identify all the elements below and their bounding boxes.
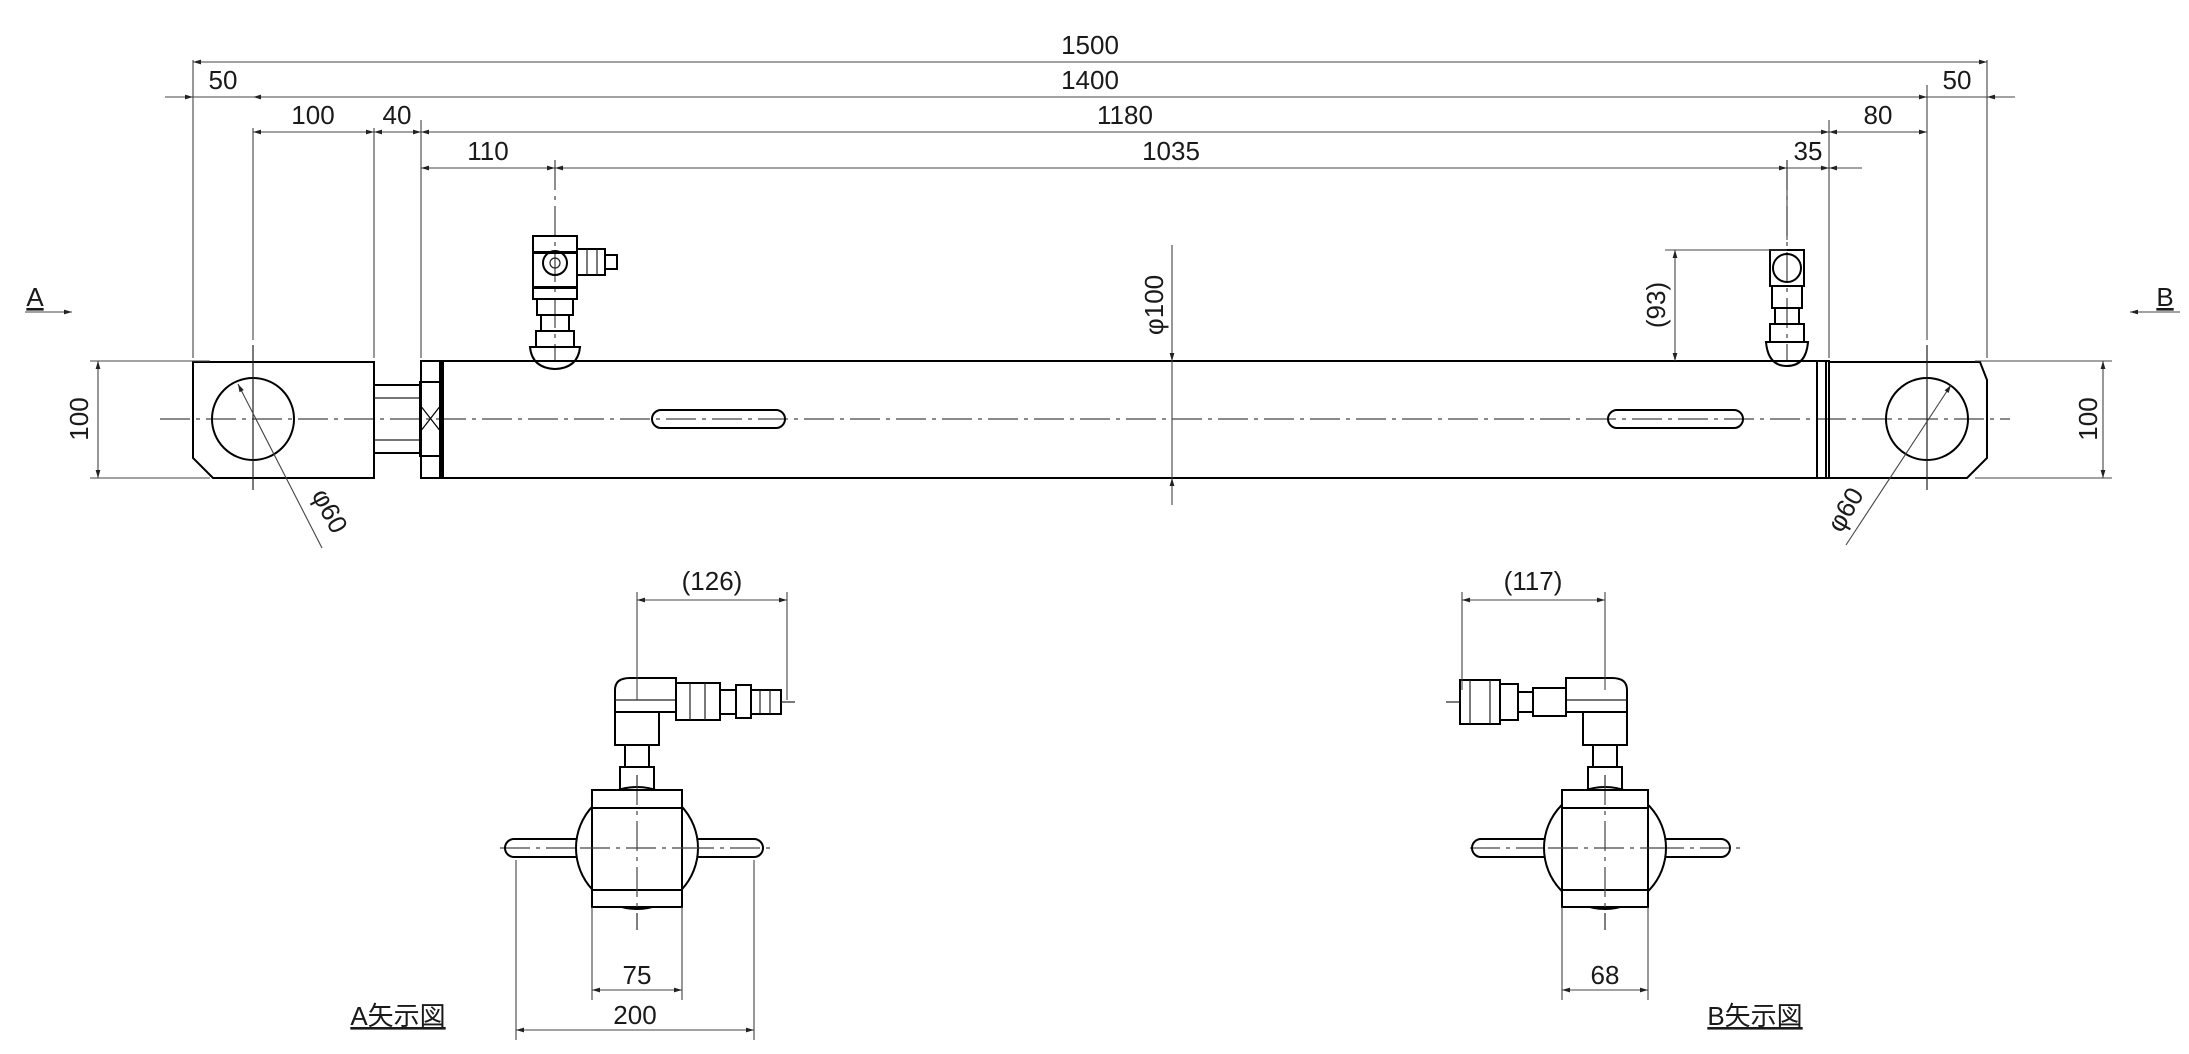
- dim-1035-label: 1035: [1142, 136, 1200, 166]
- view-b-dim-68-label: 68: [1591, 960, 1620, 990]
- dim-tube-dia-label: φ100: [1139, 275, 1169, 335]
- dim-100-label: 100: [291, 100, 334, 130]
- view-a-dim-126-label: (126): [682, 566, 743, 596]
- dim-93: (93): [1641, 249, 1787, 361]
- dim-40-label: 40: [383, 100, 412, 130]
- dim-1500-label: 1500: [1061, 30, 1119, 60]
- main-view: 1500 50 1400 50 100 40 1180 80: [25, 30, 2180, 549]
- dim-1180: 100 40 1180 80: [253, 100, 1927, 135]
- dim-1180-label: 1180: [1097, 100, 1153, 130]
- view-arrow-b: B: [2130, 282, 2180, 315]
- view-b-title: B矢示図: [1707, 1001, 1802, 1031]
- dim-1400: 50 1400 50: [165, 65, 2015, 100]
- dim-80-label: 80: [1864, 100, 1893, 130]
- view-a-dim-200-label: 200: [613, 1000, 656, 1030]
- dim-left-50-label: 50: [209, 65, 238, 95]
- dim-1035: 110 1035 35: [421, 136, 1862, 171]
- right-port-fitting: [1764, 160, 1810, 368]
- view-a: (126) 75 200 A矢示図: [350, 566, 795, 1040]
- view-a-dim-200: 200: [515, 860, 755, 1040]
- view-arrow-b-label: B: [2156, 282, 2173, 312]
- dim-1400-label: 1400: [1061, 65, 1119, 95]
- view-b: (117) 68 B矢示図: [1446, 566, 1803, 1031]
- dim-35-label: 35: [1794, 136, 1823, 166]
- view-arrow-a-label: A: [26, 282, 44, 312]
- dim-left-height: 100: [64, 360, 210, 479]
- dim-93-label: (93): [1641, 282, 1671, 328]
- left-clevis: [192, 345, 375, 490]
- dim-right-hole-label: φ60: [1821, 482, 1870, 537]
- dim-left-hole: φ60: [237, 383, 354, 549]
- dim-right-height: 100: [1975, 360, 2112, 479]
- dim-1500: 1500: [193, 30, 1987, 65]
- view-b-dim-117-label: (117): [1504, 566, 1563, 596]
- view-a-dim-126: (126): [636, 566, 788, 700]
- left-port-fitting: [528, 160, 618, 371]
- view-a-title: A矢示図: [350, 1001, 445, 1031]
- right-clevis: [1828, 345, 1988, 490]
- view-a-dim-75: 75: [591, 907, 683, 1000]
- dim-right-hole: φ60: [1821, 384, 1952, 546]
- dim-110-label: 110: [467, 136, 508, 166]
- view-b-dim-68: 68: [1561, 907, 1649, 1000]
- dim-left-height-label: 100: [64, 397, 94, 440]
- dim-right-height-label: 100: [2073, 397, 2103, 440]
- dim-right-50-label: 50: [1943, 65, 1972, 95]
- view-b-dim-117: (117): [1461, 566, 1606, 690]
- view-a-dim-75-label: 75: [623, 960, 652, 990]
- dim-tube-diameter: φ100: [1139, 245, 1175, 505]
- view-arrow-a: A: [25, 282, 72, 315]
